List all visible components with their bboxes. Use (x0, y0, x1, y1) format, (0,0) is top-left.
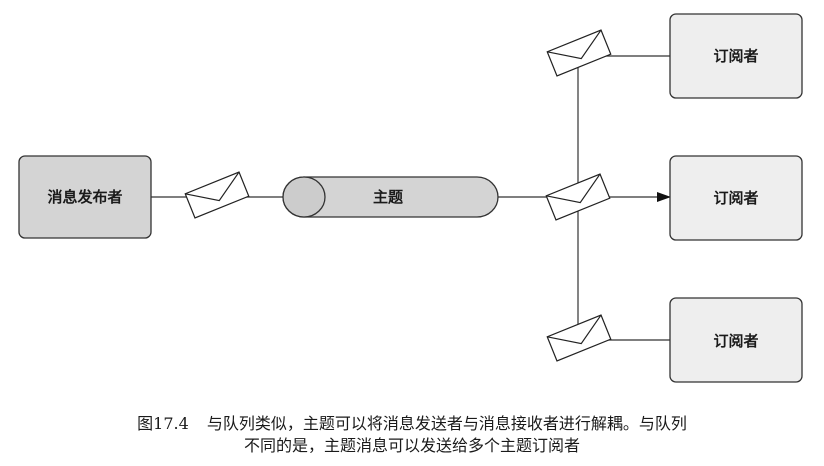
topic-node: 主题 (282, 176, 499, 218)
figure-caption-line-1: 图17.4 与队列类似，主题可以将消息发送者与消息接收者进行解耦。与队列 (0, 414, 824, 434)
subscriber-node-2: 订阅者 (669, 155, 803, 241)
subscriber-box (669, 155, 803, 241)
envelope-icon (546, 314, 612, 362)
topic-cylinder-end (282, 176, 326, 218)
subscriber-node-3: 订阅者 (669, 297, 803, 383)
envelope-icon (545, 173, 611, 221)
caption-text-1: 与队列类似，主题可以将消息发送者与消息接收者进行解耦。与队列 (206, 414, 687, 433)
publisher-node: 消息发布者 (18, 155, 152, 239)
subscriber-box (669, 13, 803, 99)
subscriber-box (669, 297, 803, 383)
subscriber-label: 订阅者 (713, 189, 758, 207)
figure-caption-line-2: 不同的是，主题消息可以发送给多个主题订阅者 (0, 436, 824, 456)
subscriber-label: 订阅者 (713, 47, 758, 65)
figure-number: 图17.4 (137, 414, 189, 433)
publisher-label: 消息发布者 (47, 188, 122, 206)
envelope-icon (184, 171, 250, 219)
topic-label: 主题 (373, 188, 404, 206)
subscriber-node-1: 订阅者 (669, 13, 803, 99)
caption-text-2: 不同的是，主题消息可以发送给多个主题订阅者 (243, 436, 580, 455)
subscriber-label: 订阅者 (713, 332, 758, 350)
publisher-box (18, 155, 152, 239)
envelope-icon (546, 29, 612, 77)
